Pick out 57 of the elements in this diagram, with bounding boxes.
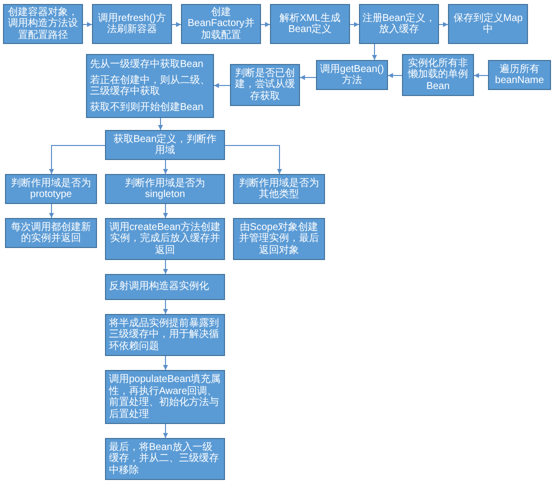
process-box bbox=[448, 4, 528, 44]
arrow bbox=[163, 300, 168, 314]
step-text: 解析XML生成Bean定义 bbox=[278, 12, 342, 36]
arrow bbox=[350, 22, 360, 27]
arrow bbox=[474, 73, 488, 78]
step-text: 将半成品实例提前暴露到三级缓存中，用于解决循环依赖问题 bbox=[109, 318, 220, 352]
arrow bbox=[163, 204, 168, 218]
step-text: 创建容器对象，调用构造方法设置配置路径 bbox=[7, 6, 79, 42]
process-box bbox=[86, 54, 214, 118]
step-text: 若正在创建中，则从二级、三级缓存中获取 bbox=[90, 74, 210, 98]
arrow bbox=[260, 22, 270, 27]
step-text: 遍历所有beanName bbox=[494, 64, 545, 86]
step-text: 调用refresh()方法刷新容器 bbox=[97, 12, 167, 36]
step-text: 创建BeanFactory并加载配置 bbox=[186, 6, 256, 42]
step-text: 最后，将Bean放入一级缓存，并从二、三级缓存中移除 bbox=[109, 442, 220, 476]
step-text: 调用getBean()方法 bbox=[320, 64, 384, 86]
step-text: 调用createBean方法创建实例，完成后放入缓存并返回 bbox=[109, 222, 221, 256]
process-box bbox=[92, 4, 172, 44]
arrow bbox=[172, 22, 182, 27]
step-text: 判断作用域是否为singleton bbox=[124, 178, 206, 200]
arrow bbox=[163, 356, 168, 370]
arrow bbox=[300, 75, 316, 80]
process-box bbox=[5, 174, 97, 204]
arrow bbox=[158, 118, 163, 130]
process-box bbox=[181, 4, 261, 44]
process-box bbox=[105, 174, 225, 204]
arrow bbox=[388, 73, 402, 78]
step-text: 判断是否已创建，尝试从缓存获取 bbox=[234, 68, 296, 102]
step-text: 获取Bean定义，判断作用域 bbox=[112, 134, 218, 156]
arrow bbox=[372, 44, 377, 60]
arrow bbox=[163, 260, 168, 274]
step-text: 判断作用域是否为prototype bbox=[10, 178, 92, 200]
arrow bbox=[224, 145, 282, 174]
step-text: 先从一级缓存中获取Bean bbox=[90, 59, 204, 70]
process-box bbox=[488, 60, 551, 90]
process-box bbox=[233, 174, 325, 204]
step-text: 获取不到则开始创建Bean bbox=[90, 102, 204, 113]
step-text: 每次调用都创建新的实例并返回 bbox=[10, 222, 92, 244]
arrow bbox=[49, 204, 54, 218]
arrow bbox=[163, 424, 168, 438]
step-text: 注册Bean定义，放入缓存 bbox=[362, 12, 436, 36]
step-text: 判断作用域是否为其他类型 bbox=[238, 178, 320, 200]
process-box bbox=[105, 130, 225, 160]
process-box bbox=[5, 218, 97, 248]
process-box bbox=[359, 4, 439, 44]
step-text: 反射调用构造器实例化 bbox=[109, 281, 210, 293]
arrow bbox=[163, 160, 168, 174]
arrow bbox=[82, 22, 92, 27]
step-text: 由Scope对象创建并管理实例，最后返回对象 bbox=[238, 222, 320, 256]
step-text: 实例化所有非懒加载的单例Bean bbox=[406, 58, 469, 92]
arrow bbox=[214, 83, 230, 88]
step-text: 调用populateBean填充属性，再执行Aware回调、前置处理、初始化方法与后置处理 bbox=[109, 374, 221, 420]
arrow bbox=[49, 145, 106, 174]
process-box bbox=[105, 274, 225, 300]
step-text: 保存到定义Map中 bbox=[452, 12, 524, 36]
arrow bbox=[438, 22, 448, 27]
process-box bbox=[270, 4, 350, 44]
